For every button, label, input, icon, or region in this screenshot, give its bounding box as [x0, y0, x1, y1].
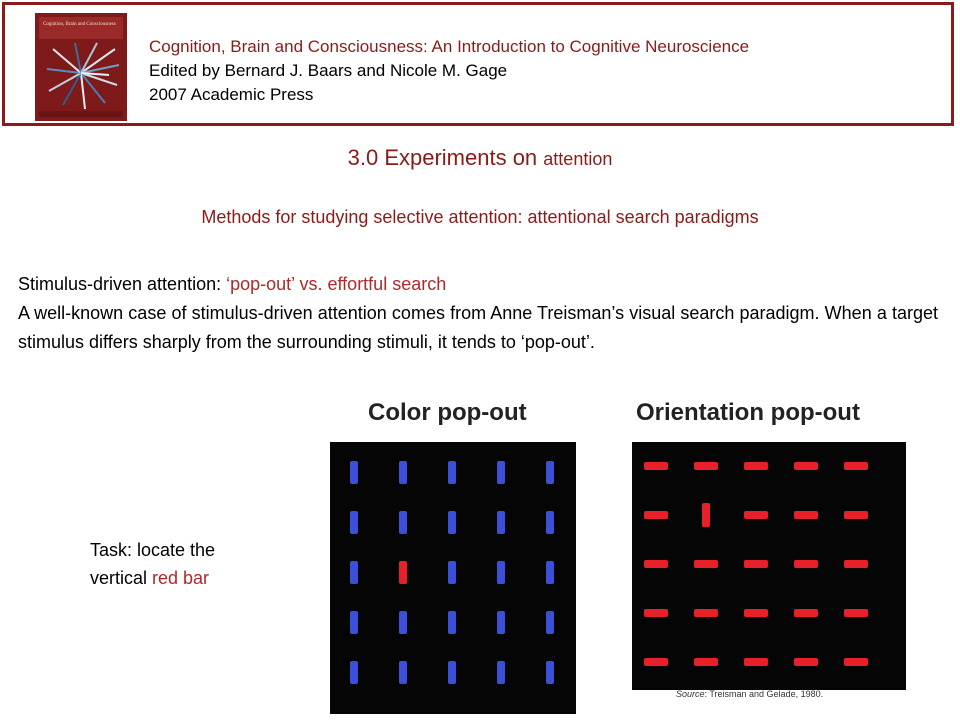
horizontal-red-bar: [844, 658, 868, 666]
blue-vertical-bar: [399, 661, 407, 684]
horizontal-red-bar: [694, 658, 718, 666]
book-title: Cognition, Brain and Consciousness: An I…: [149, 37, 750, 56]
slide-subtitle: Methods for studying selective attention…: [201, 207, 759, 227]
task-line2: vertical red bar: [90, 564, 215, 592]
task-line1: Task: locate the: [90, 540, 216, 560]
body-paragraph: A well-known case of stimulus-driven att…: [18, 303, 938, 352]
task-text: Task: locate the vertical red bar: [90, 536, 215, 592]
cover-title-text: Cognition, Brain and Consciousness: [43, 22, 116, 27]
body-text: Stimulus-driven attention: ‘pop-out’ vs.…: [18, 270, 938, 357]
horizontal-red-bar: [844, 609, 868, 617]
source-label: Source: [676, 689, 705, 699]
book-publisher: 2007 Academic Press: [149, 85, 314, 104]
orientation-popout-panel: [632, 442, 906, 690]
body-heading-prefix: Stimulus-driven attention:: [18, 274, 227, 294]
target-red-vertical-bar: [399, 561, 407, 584]
body-heading: Stimulus-driven attention: ‘pop-out’ vs.…: [18, 270, 938, 299]
slide-title-small: attention: [543, 149, 613, 169]
blue-vertical-bar: [399, 461, 407, 484]
horizontal-red-bar: [694, 462, 718, 470]
blue-vertical-bar: [399, 611, 407, 634]
header-text: Cognition, Brain and Consciousness: An I…: [149, 35, 749, 107]
color-popout-title: Color pop-out: [368, 399, 527, 426]
blue-vertical-bar: [497, 461, 505, 484]
horizontal-red-bar: [744, 658, 768, 666]
figure-source: Source: Treisman and Gelade, 1980.: [676, 689, 823, 699]
header-box: Cognition, Brain and Consciousness Cogni…: [2, 2, 954, 126]
book-cover-art: Cognition, Brain and Consciousness: [35, 13, 127, 121]
orientation-popout-title: Orientation pop-out: [636, 399, 860, 426]
horizontal-red-bar: [644, 462, 668, 470]
book-cover-image: Cognition, Brain and Consciousness: [35, 13, 127, 121]
blue-vertical-bar: [546, 611, 554, 634]
horizontal-red-bar: [644, 560, 668, 568]
blue-vertical-bar: [350, 611, 358, 634]
orientation-popout-grid: [644, 462, 868, 666]
blue-vertical-bar: [448, 661, 456, 684]
slide-title-main: 3.0 Experiments on: [347, 145, 544, 170]
blue-vertical-bar: [448, 611, 456, 634]
horizontal-red-bar: [844, 462, 868, 470]
blue-vertical-bar: [350, 561, 358, 584]
blue-vertical-bar: [546, 511, 554, 534]
horizontal-red-bar: [744, 560, 768, 568]
body-heading-highlight: ‘pop-out’ vs. effortful search: [226, 274, 447, 294]
horizontal-red-bar: [794, 609, 818, 617]
book-editors: Edited by Bernard J. Baars and Nicole M.…: [149, 61, 508, 80]
source-text: : Treisman and Gelade, 1980.: [704, 689, 824, 699]
blue-vertical-bar: [497, 511, 505, 534]
blue-vertical-bar: [497, 611, 505, 634]
task-line2-prefix: vertical: [90, 568, 153, 588]
horizontal-red-bar: [744, 609, 768, 617]
horizontal-red-bar: [644, 658, 668, 666]
blue-vertical-bar: [448, 461, 456, 484]
horizontal-red-bar: [744, 511, 768, 519]
blue-vertical-bar: [546, 661, 554, 684]
blue-vertical-bar: [350, 661, 358, 684]
horizontal-red-bar: [694, 609, 718, 617]
task-line2-highlight: red bar: [152, 568, 210, 588]
horizontal-red-bar: [794, 560, 818, 568]
blue-vertical-bar: [448, 511, 456, 534]
blue-vertical-bar: [497, 561, 505, 584]
blue-vertical-bar: [546, 461, 554, 484]
horizontal-red-bar: [694, 560, 718, 568]
horizontal-red-bar: [794, 462, 818, 470]
blue-vertical-bar: [350, 461, 358, 484]
horizontal-red-bar: [744, 462, 768, 470]
horizontal-red-bar: [644, 511, 668, 519]
horizontal-red-bar: [794, 658, 818, 666]
blue-vertical-bar: [546, 561, 554, 584]
color-popout-panel: [330, 442, 576, 714]
horizontal-red-bar: [644, 609, 668, 617]
color-popout-grid: [350, 461, 554, 684]
blue-vertical-bar: [448, 561, 456, 584]
horizontal-red-bar: [844, 560, 868, 568]
horizontal-red-bar: [844, 511, 868, 519]
blue-vertical-bar: [399, 511, 407, 534]
target-vertical-red-bar: [702, 503, 710, 527]
horizontal-red-bar: [794, 511, 818, 519]
blue-vertical-bar: [497, 661, 505, 684]
blue-vertical-bar: [350, 511, 358, 534]
slide-title: 3.0 Experiments on attention: [0, 145, 960, 171]
